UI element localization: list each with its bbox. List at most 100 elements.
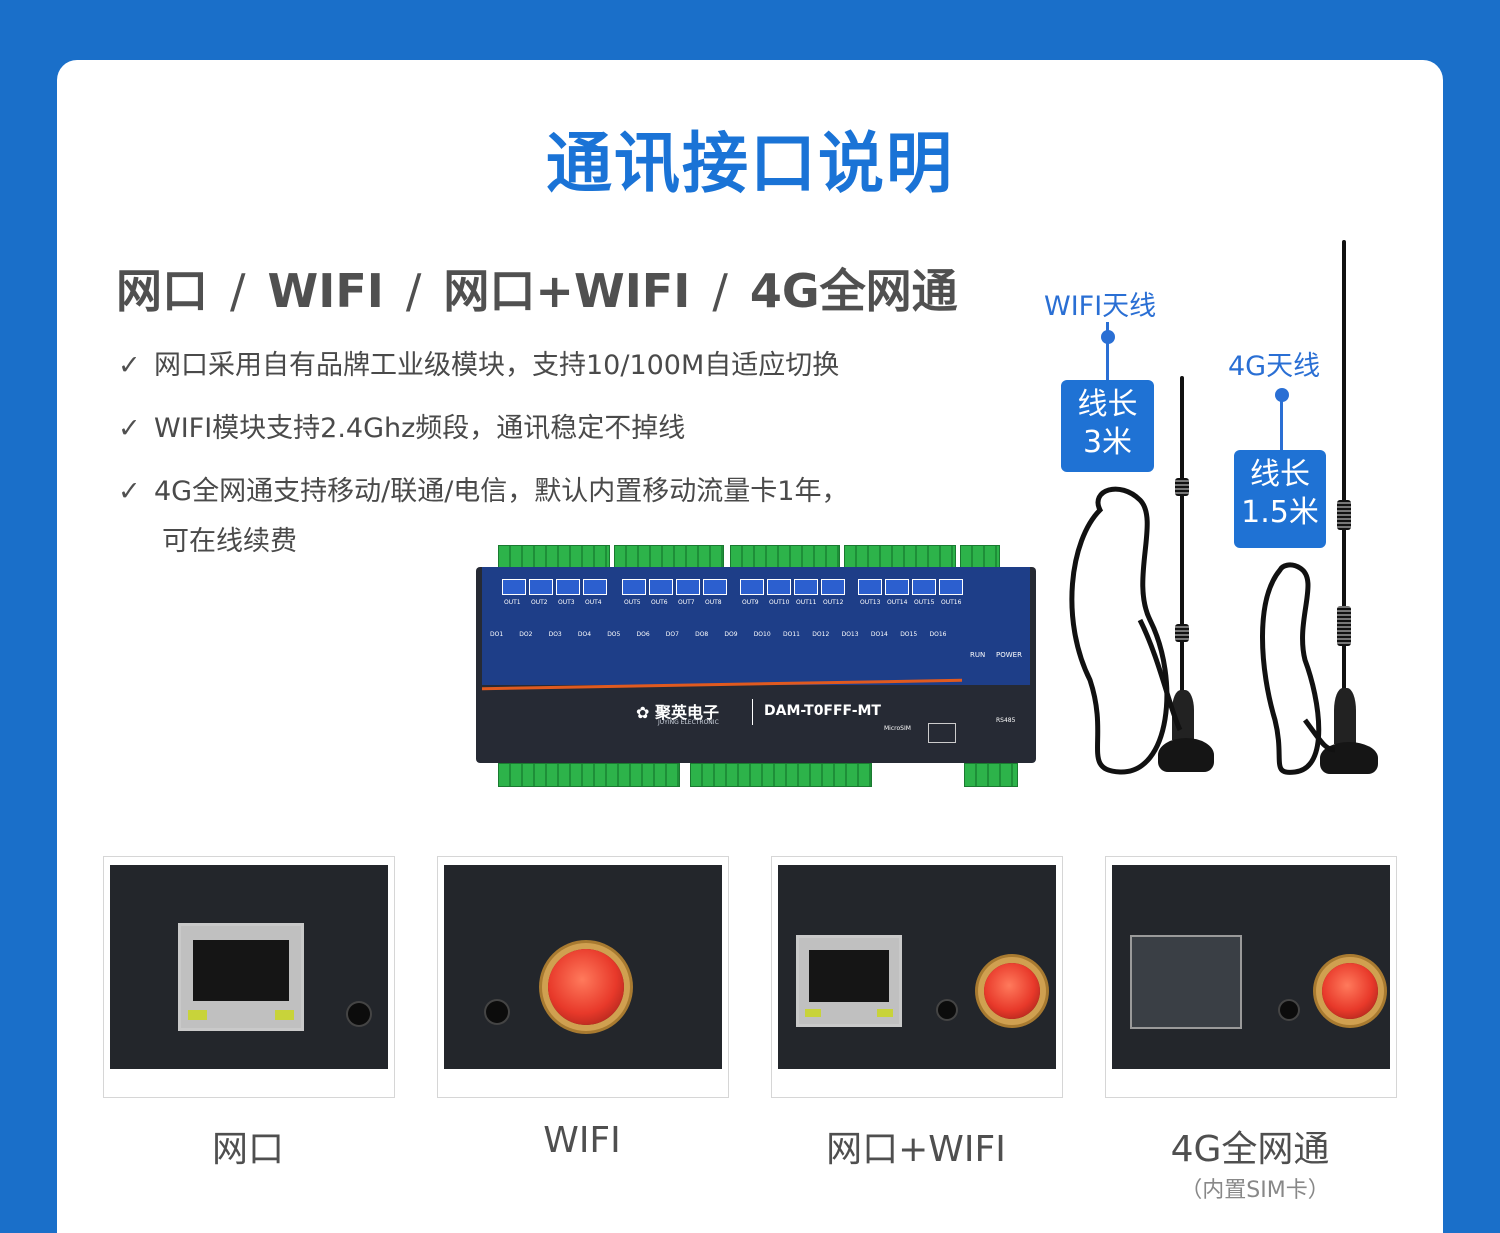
wifi-antenna-label: WIFI天线 <box>1044 291 1157 322</box>
thumb-4g <box>1105 856 1397 1098</box>
length-label: 线长 <box>1077 387 1138 422</box>
pin-line <box>1106 342 1109 380</box>
length-label: 线长 <box>1250 457 1310 492</box>
terminal-block <box>498 545 610 569</box>
out-label: OUT7 <box>678 599 695 606</box>
length-value: 1.5米 <box>1241 495 1319 530</box>
out-label: OUT14 <box>887 599 908 606</box>
relay-icon <box>767 579 791 595</box>
out-label: OUT5 <box>624 599 641 606</box>
relay-icon <box>821 579 845 595</box>
option-ethernet: 网口 <box>116 264 208 318</box>
option-4g: 4G全网通 <box>749 264 958 318</box>
antenna-coil <box>1175 478 1189 496</box>
terminal-block <box>730 545 840 569</box>
caption-wifi: WIFI <box>543 1120 621 1161</box>
out-label: OUT9 <box>742 599 759 606</box>
out-label: OUT1 <box>504 599 521 606</box>
out-label: OUT8 <box>705 599 722 606</box>
thumb-ethernet <box>103 856 395 1098</box>
run-label: RUN <box>970 651 986 659</box>
do-label: DO14 <box>870 631 888 638</box>
feature-text: 4G全网通支持移动/联通/电信，默认内置移动流量卡1年， <box>154 476 849 507</box>
do-label: DO1 <box>490 631 504 638</box>
relay-icon <box>858 579 882 595</box>
relay-icon <box>676 579 700 595</box>
led-hole-icon <box>486 1001 508 1023</box>
do-label: DO16 <box>929 631 947 638</box>
page-title: 通讯接口说明 <box>546 125 954 202</box>
terminal-block <box>690 763 872 787</box>
pin-line <box>1280 400 1283 450</box>
thumb-photo <box>444 865 722 1069</box>
do-label: DO6 <box>636 631 650 638</box>
length-value: 3米 <box>1082 425 1133 460</box>
antenna-connector-icon <box>548 949 624 1025</box>
ethernet-port-icon <box>796 935 902 1027</box>
thumb-photo <box>110 865 388 1069</box>
4g-antenna-cable <box>1260 562 1336 775</box>
out-label: OUT10 <box>769 599 790 606</box>
do-label: DO9 <box>724 631 738 638</box>
relay-icon <box>939 579 963 595</box>
out-label: OUT11 <box>796 599 817 606</box>
check-icon: ✓ <box>118 350 141 381</box>
out-label: OUT6 <box>651 599 668 606</box>
wifi-antenna-whip <box>1180 376 1184 706</box>
led-hole-icon <box>938 1001 956 1019</box>
thumb-ethernet-wifi <box>771 856 1063 1098</box>
out-label: OUT12 <box>823 599 844 606</box>
feature-text: WIFI模块支持2.4Ghz频段，通讯稳定不掉线 <box>154 413 686 444</box>
relay-icon <box>703 579 727 595</box>
thumb-wifi <box>437 856 729 1098</box>
do-label: DO4 <box>577 631 592 638</box>
relay-icon <box>583 579 607 595</box>
out-label: OUT4 <box>585 599 602 606</box>
do-label: DO2 <box>519 631 533 638</box>
led-hole-icon <box>1280 1001 1298 1019</box>
check-icon: ✓ <box>118 476 141 507</box>
4g-antenna-label: 4G天线 <box>1228 351 1321 382</box>
do-label: DO8 <box>695 631 709 638</box>
relay-icon <box>885 579 909 595</box>
relay-icon <box>740 579 764 595</box>
wifi-cable-length: 线长 3米 <box>1061 380 1154 472</box>
brand-name-en: JUYING ELECTRONIC <box>658 719 719 726</box>
feature-item: ✓4G全网通支持移动/联通/电信，默认内置移动流量卡1年， 可在线续费 <box>118 472 848 562</box>
logo-icon: ✿ <box>636 703 650 722</box>
separator: / <box>230 264 246 318</box>
antenna-coil <box>1175 624 1189 642</box>
do-label: DO13 <box>841 631 859 638</box>
thumb-photo <box>1112 865 1390 1069</box>
out-label: OUT2 <box>531 599 548 606</box>
do-label: DO15 <box>900 631 918 638</box>
out-label: OUT13 <box>860 599 881 606</box>
terminal-block <box>844 545 956 569</box>
feature-item: ✓WIFI模块支持2.4Ghz频段，通讯稳定不掉线 <box>118 409 685 449</box>
antenna-stem <box>1334 688 1356 744</box>
terminal-block <box>964 763 1018 787</box>
feature-text: 网口采用自有品牌工业级模块，支持10/100M自适应切换 <box>154 350 840 381</box>
relay-icon <box>502 579 526 595</box>
led-hole-icon <box>348 1003 370 1025</box>
terminal-block <box>498 763 680 787</box>
antenna-base <box>1158 738 1214 772</box>
relay-icon <box>556 579 580 595</box>
ethernet-port-icon <box>178 923 304 1031</box>
rs485-label: RS485 <box>996 717 1016 724</box>
relay-icon <box>794 579 818 595</box>
relay-icon <box>912 579 936 595</box>
out-label: OUT15 <box>914 599 935 606</box>
caption-4g: 4G全网通 <box>1170 1129 1330 1170</box>
wifi-antenna-cable <box>1069 486 1183 775</box>
relay-icon <box>649 579 673 595</box>
caption-ethernet: 网口 <box>211 1129 284 1170</box>
option-wifi: WIFI <box>267 264 384 318</box>
out-label: OUT16 <box>941 599 962 606</box>
brand-name: 聚英电子 <box>654 703 719 722</box>
pin-dot <box>1275 388 1289 402</box>
power-label: POWER <box>996 651 1022 659</box>
sim-slot-icon <box>1130 935 1242 1029</box>
